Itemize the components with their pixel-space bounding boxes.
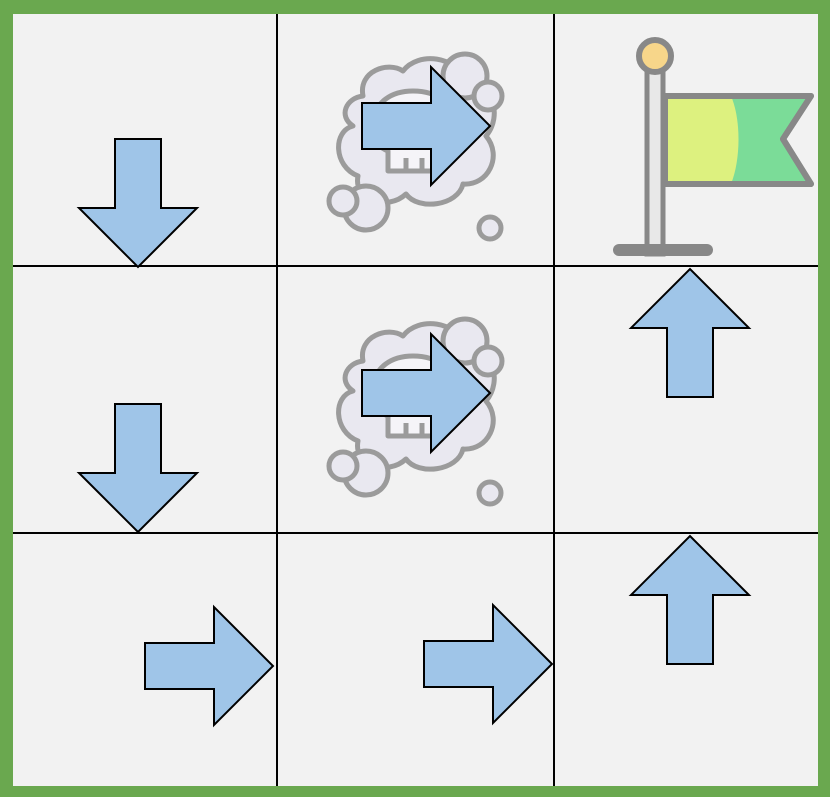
- arrow-down-icon: [76, 138, 200, 269]
- arrow-down-icon: [76, 403, 200, 534]
- arrow-up-icon: [628, 534, 752, 665]
- arrow-right-icon: [361, 64, 492, 188]
- goal-flag-icon: [613, 37, 814, 257]
- grid-line-horizontal: [13, 532, 818, 534]
- grid: [13, 14, 818, 786]
- grid-line-vertical: [276, 14, 278, 786]
- grid-line-horizontal: [13, 265, 818, 267]
- arrow-right-icon: [361, 331, 492, 455]
- arrow-right-icon: [144, 604, 275, 728]
- arrow-up-icon: [628, 267, 752, 398]
- arrow-right-icon: [423, 602, 554, 726]
- grid-line-vertical: [553, 14, 555, 786]
